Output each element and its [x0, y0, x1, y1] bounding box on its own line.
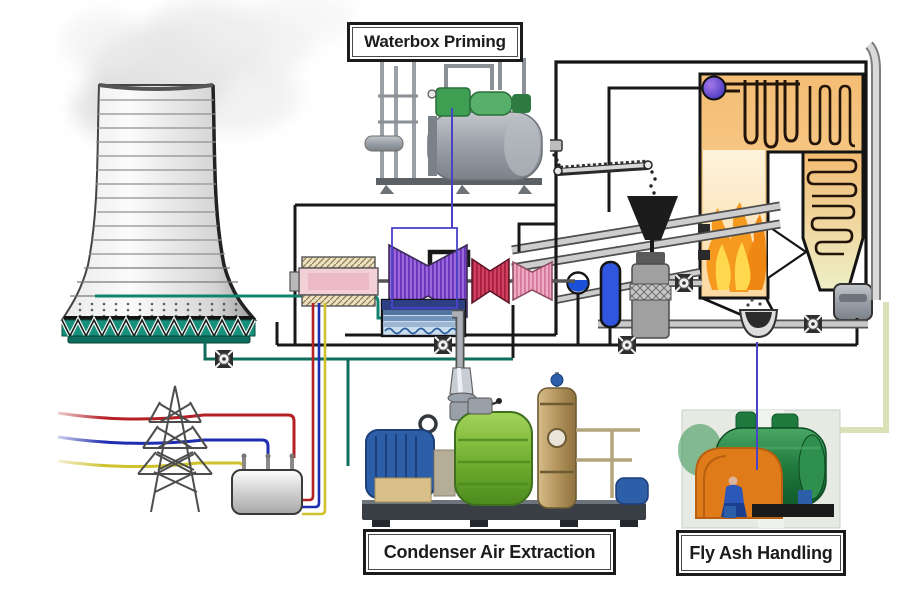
boiler: [554, 41, 889, 433]
valve-icon: [433, 335, 453, 355]
waterbox-priming-label: Waterbox Priming: [347, 22, 523, 62]
waterbox-priming-unit-photo: [362, 47, 550, 194]
coal-handling: [544, 139, 702, 339]
fly-ash-handling-label-text: Fly Ash Handling: [689, 542, 833, 563]
hp-turbine-icon: [512, 260, 553, 302]
fly-ash-handling-label: Fly Ash Handling: [676, 530, 846, 576]
condenser-air-extraction-label: Condenser Air Extraction: [363, 529, 616, 575]
ip-turbine-icon: [471, 257, 510, 305]
condenser-air-extraction-label-text: Condenser Air Extraction: [383, 541, 596, 562]
generator-leads: [302, 303, 327, 516]
condenser-icon: [380, 298, 467, 338]
stack-icon: [865, 41, 881, 300]
superheater-coils-icon: [712, 80, 800, 149]
condenser-air-extraction-skid-photo: [358, 367, 650, 527]
air-heater-icon: [833, 283, 873, 321]
furnace-flames-icon: [698, 202, 767, 292]
cooling-tower-icon: [60, 83, 258, 344]
waterbox-target-box: [391, 227, 458, 309]
deaerator-icon: [599, 260, 622, 329]
feedwater-flask-icon: [566, 271, 590, 295]
waterbox-priming-label-text: Waterbox Priming: [364, 32, 506, 51]
valve-icon: [674, 273, 694, 293]
economizer-coils-icon: [806, 84, 858, 256]
coal-mill-icon: [629, 252, 672, 339]
pipework: [275, 62, 859, 358]
ash-hopper-icon: [738, 298, 779, 339]
coal-bunker-icon: [627, 196, 678, 240]
grid-connection: [45, 400, 296, 480]
fly-ash-vacuum-pump-photo: [678, 409, 841, 529]
coal-conveyor-icon: [544, 139, 657, 195]
callout-pointers: [391, 108, 758, 470]
valve-icon: [617, 335, 637, 355]
transformer-icon: [231, 453, 303, 515]
generator-icon: [289, 256, 379, 307]
valve-icon: [214, 349, 234, 369]
valve-icon: [803, 314, 823, 334]
transmission-tower-icon: [137, 385, 213, 513]
boiler-drum-icon: [701, 75, 727, 101]
